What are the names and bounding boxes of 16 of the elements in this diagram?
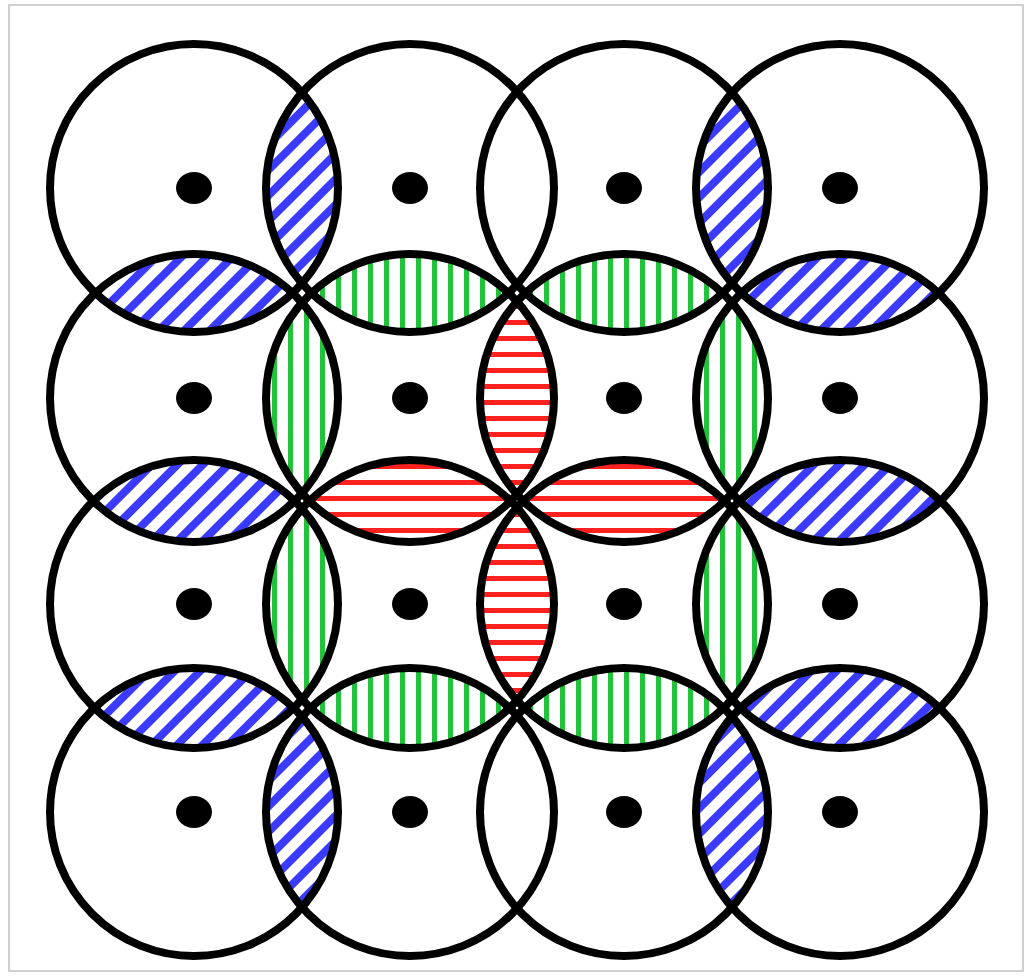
circle-with-dot — [692, 40, 988, 336]
circle-with-dot — [692, 456, 988, 752]
circle-with-dot — [46, 664, 342, 960]
circle-with-dot — [692, 664, 988, 960]
circle-with-dot — [46, 456, 342, 752]
circle-with-dot — [262, 40, 558, 336]
circle-with-dot — [262, 664, 558, 960]
circle-with-dot — [46, 40, 342, 336]
circle-with-dot — [476, 250, 772, 546]
circle-with-dot — [476, 664, 772, 960]
circle-with-dot — [262, 456, 558, 752]
circle-with-dot — [262, 250, 558, 546]
circle-with-dot — [46, 250, 342, 546]
circle-with-dot — [476, 40, 772, 336]
circle-with-dot — [692, 250, 988, 546]
circle-with-dot — [476, 456, 772, 752]
